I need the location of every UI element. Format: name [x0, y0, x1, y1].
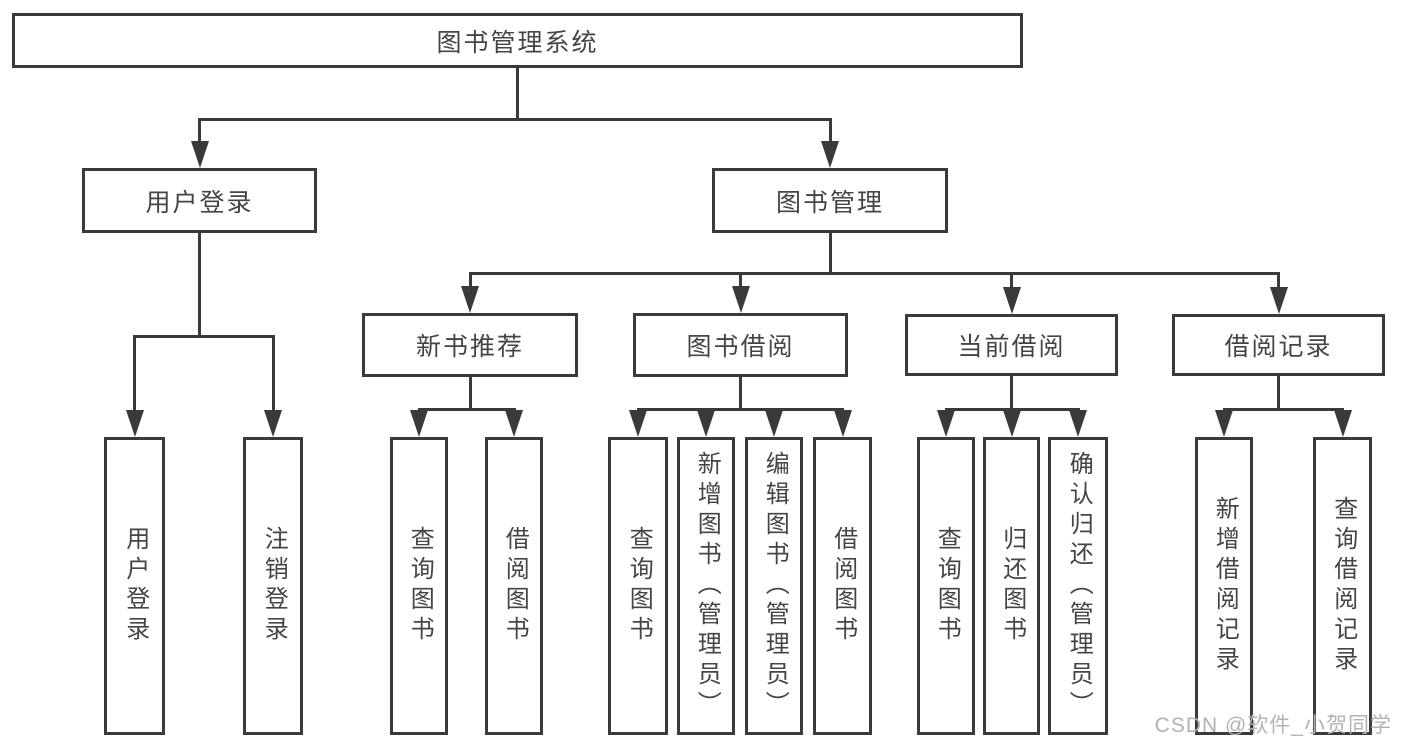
node-br-add: 新增借阅记录	[1195, 437, 1253, 735]
node-label: 借阅图书	[829, 526, 857, 646]
arrowhead-down-icon	[125, 410, 144, 437]
arrowhead-down-icon	[264, 410, 282, 437]
connector-line	[198, 118, 201, 147]
arrowhead-down-icon	[1002, 410, 1021, 437]
connector-line	[636, 408, 844, 411]
csdn-watermark: CSDN @软件_小贺同学	[1154, 714, 1392, 737]
connector-line	[1010, 272, 1013, 293]
connector-line	[468, 376, 472, 410]
node-br-query: 查询借阅记录	[1313, 437, 1372, 735]
node-bb-borrow: 借阅图书	[813, 437, 872, 735]
connector-line	[198, 118, 832, 121]
node-bb-edit: 编辑图书（管理员）	[745, 437, 803, 735]
node-label: 新书推荐	[415, 333, 524, 361]
arrowhead-down-icon	[937, 410, 955, 437]
arrowhead-down-icon	[697, 410, 715, 437]
node-logout: 注销登录	[243, 437, 303, 735]
node-cb-return: 归还图书	[983, 437, 1040, 735]
arrowhead-down-icon	[1333, 410, 1352, 437]
node-label: 用户登录	[121, 526, 149, 646]
node-label: 用户登录	[145, 188, 254, 217]
node-new-book: 新书推荐	[362, 313, 578, 377]
connector-line	[739, 376, 742, 410]
node-label: 查询图书	[406, 526, 434, 646]
node-label: 借阅图书	[501, 526, 529, 646]
node-borrow-record: 借阅记录	[1172, 314, 1385, 376]
node-user-login: 用户登录	[104, 437, 165, 735]
connector-line	[198, 232, 201, 337]
connector-line	[828, 118, 832, 147]
node-label: 查询图书	[933, 526, 961, 646]
node-label: 注销登录	[260, 526, 288, 646]
connector-line	[271, 335, 275, 416]
connector-line	[1277, 375, 1280, 410]
node-label: 新增图书（管理员）	[693, 451, 721, 721]
node-login: 用户登录	[82, 168, 317, 233]
connector-line	[468, 272, 1280, 275]
connector-line	[468, 272, 472, 292]
arrowhead-down-icon	[410, 410, 428, 437]
node-label: 图书管理	[775, 188, 884, 217]
node-nb-query: 查询图书	[390, 437, 448, 735]
connector-line	[133, 335, 275, 338]
connector-line	[1222, 408, 1344, 411]
node-label: 当前借阅	[957, 333, 1066, 361]
connector-line	[739, 272, 742, 292]
node-current-borrow: 当前借阅	[905, 314, 1118, 376]
node-bb-add: 新增图书（管理员）	[677, 437, 735, 735]
arrowhead-down-icon	[1269, 287, 1288, 314]
node-label: 查询图书	[625, 526, 653, 646]
arrowhead-down-icon	[833, 410, 852, 437]
node-label: 归还图书	[998, 526, 1026, 646]
connector-line	[133, 335, 136, 416]
node-book-borrow: 图书借阅	[633, 313, 848, 377]
node-cb-query: 查询图书	[917, 437, 975, 735]
node-book-mgmt: 图书管理	[712, 168, 948, 233]
node-label: 查询借阅记录	[1329, 496, 1357, 676]
node-label: 图书管理系统	[436, 28, 599, 57]
node-bb-query: 查询图书	[608, 437, 668, 735]
arrowhead-down-icon	[731, 286, 750, 313]
connector-line	[828, 232, 832, 274]
node-nb-borrow: 借阅图书	[485, 437, 543, 735]
arrowhead-down-icon	[821, 141, 839, 168]
node-cb-confirm: 确认归还（管理员）	[1048, 437, 1108, 735]
node-label: 编辑图书（管理员）	[761, 451, 789, 721]
arrowhead-down-icon	[1002, 287, 1021, 314]
connector-line	[1277, 272, 1280, 293]
node-root: 图书管理系统	[12, 13, 1023, 68]
node-label: 确认归还（管理员）	[1065, 451, 1093, 721]
node-label: 新增借阅记录	[1211, 496, 1239, 676]
node-label: 借阅记录	[1224, 333, 1333, 361]
arrowhead-down-icon	[765, 410, 783, 437]
connector-line	[417, 408, 516, 411]
arrowhead-down-icon	[190, 141, 209, 168]
arrowhead-down-icon	[1215, 410, 1233, 437]
connector-line	[516, 67, 519, 120]
connector-line	[1010, 375, 1013, 410]
node-label: 图书借阅	[686, 333, 795, 361]
arrowhead-down-icon	[505, 410, 523, 437]
arrowhead-down-icon	[1069, 410, 1087, 437]
arrowhead-down-icon	[629, 410, 647, 437]
arrowhead-down-icon	[461, 286, 479, 313]
